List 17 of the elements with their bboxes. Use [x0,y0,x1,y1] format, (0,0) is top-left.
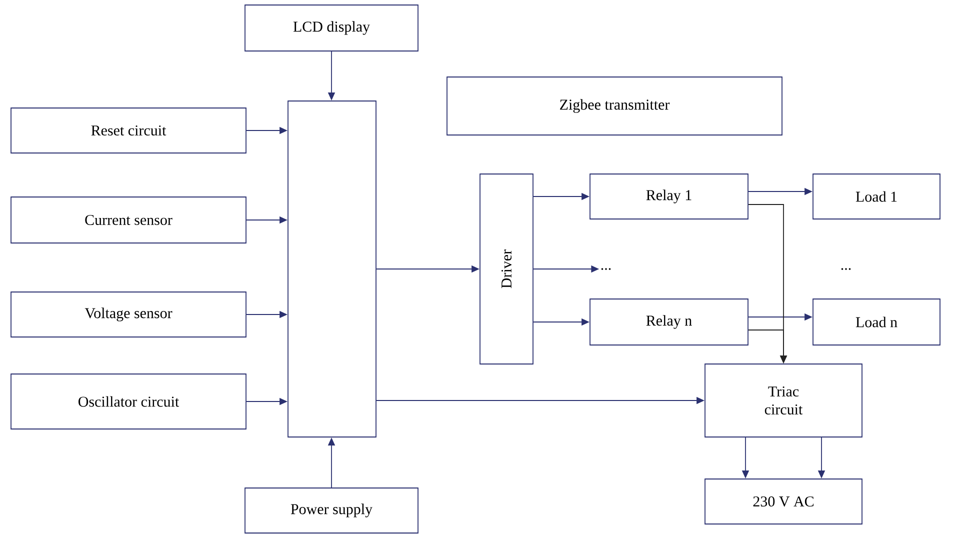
block-box: Load n [812,298,940,346]
block-box: Reset circuit [10,108,246,154]
block-box: LCD display [244,4,418,52]
microcontroller-box [288,100,376,438]
block-box: Relay 1 [590,174,748,220]
block-box: 230 V AC [704,478,862,524]
block-box: Zigbee transmitter [446,76,782,136]
ellipsis-text: ... [841,268,851,270]
block-box: Relay n [590,298,748,346]
ellipsis-text: ... [601,268,611,270]
block-box: Oscillator circuit [10,374,246,430]
block-box: Driver [480,174,534,364]
block-box: Triac circuit [704,364,862,438]
block-box: Current sensor [10,196,246,244]
block-box: Power supply [244,488,418,534]
block-box: Load 1 [812,174,940,220]
block-box: Voltage sensor [10,292,246,338]
